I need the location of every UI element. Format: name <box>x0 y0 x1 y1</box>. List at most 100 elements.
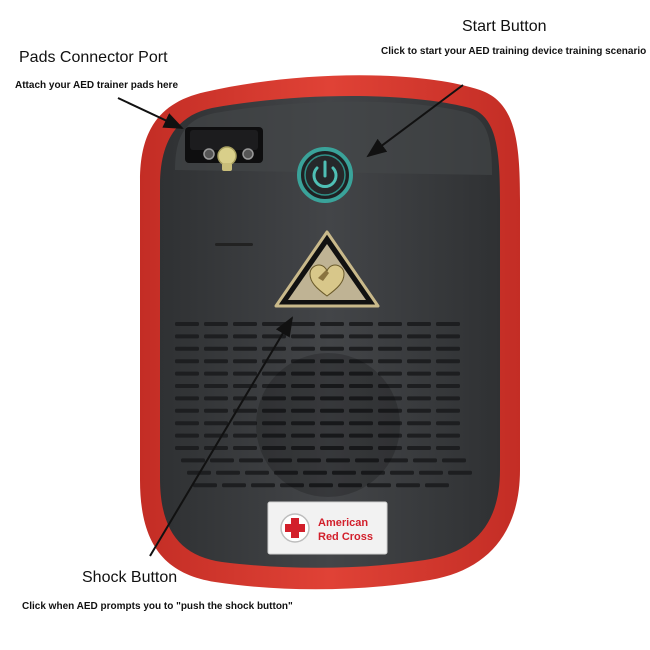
grille-slot <box>233 446 257 450</box>
grille-slot <box>407 396 431 401</box>
grille-slot <box>378 384 402 388</box>
grille-slot <box>262 408 286 413</box>
brand-badge: American Red Cross <box>267 501 388 555</box>
grille-slot <box>262 396 286 401</box>
grille-slot <box>175 384 199 388</box>
power-icon <box>312 160 338 188</box>
grille-slot <box>407 322 431 326</box>
brand-line-2: Red Cross <box>318 531 373 543</box>
grille-slot <box>175 433 199 438</box>
shock-button[interactable] <box>274 230 380 308</box>
shock-arrow <box>149 316 294 557</box>
connector-pin-right <box>242 148 254 160</box>
grille-slot <box>384 458 408 463</box>
grille-slot <box>326 458 350 463</box>
grille-slot <box>175 322 199 326</box>
heart-hand-icon <box>309 264 345 297</box>
grille-slot <box>175 359 199 364</box>
start-button-description: Click to start your AED training device … <box>381 46 647 57</box>
grille-slot <box>407 421 431 426</box>
start-button[interactable] <box>297 147 353 203</box>
grille-slot <box>407 359 431 364</box>
grille-slot <box>436 421 460 426</box>
grille-slot <box>407 408 431 413</box>
grille-slot <box>349 346 373 351</box>
grille-slot <box>216 470 240 475</box>
grille-slot <box>349 359 373 364</box>
grille-slot <box>262 322 286 326</box>
grille-slot <box>407 446 431 450</box>
grille-slot <box>233 322 257 326</box>
grille-slot <box>291 421 315 426</box>
grille-slot <box>436 359 460 364</box>
grille-slot <box>320 408 344 413</box>
grille-slot <box>396 483 420 488</box>
grille-slot <box>204 396 228 401</box>
grille-slot <box>378 371 402 376</box>
grille-slot <box>291 408 315 413</box>
grille-slot <box>442 458 466 463</box>
grille-slot <box>204 408 228 413</box>
grille-slot <box>204 421 228 426</box>
grille-slot <box>349 408 373 413</box>
grille-slot <box>349 334 373 339</box>
grille-slot <box>436 446 460 450</box>
grille-slot <box>175 396 199 401</box>
grille-slot <box>332 470 356 475</box>
start-button-title: Start Button <box>462 18 547 35</box>
grille-slot <box>233 421 257 426</box>
grille-slot <box>251 483 275 488</box>
grille-slot <box>436 408 460 413</box>
grille-slot <box>262 446 286 450</box>
grille-slot <box>291 346 315 351</box>
grille-slot <box>378 421 402 426</box>
grille-slot <box>436 433 460 438</box>
grille-slot <box>378 446 402 450</box>
grille-slot <box>291 433 315 438</box>
grille-slot <box>245 470 269 475</box>
grille-slot <box>436 334 460 339</box>
grille-slot <box>448 470 472 475</box>
grille-slot <box>320 384 344 388</box>
grille-slot <box>309 483 333 488</box>
grille-slot <box>349 396 373 401</box>
grille-slot <box>390 470 414 475</box>
grille-slot <box>239 458 263 463</box>
pads-connector-port[interactable] <box>185 127 263 171</box>
pads-connector-description: Attach your AED trainer pads here <box>15 80 179 91</box>
grille-slot <box>378 408 402 413</box>
grille-slot <box>425 483 449 488</box>
grille-slot <box>280 483 304 488</box>
grille-slot <box>320 334 344 339</box>
grille-slot <box>378 322 402 326</box>
grille-slot <box>291 396 315 401</box>
grille-slot <box>233 334 257 339</box>
connector-plug <box>217 146 237 166</box>
grille-slot <box>320 346 344 351</box>
grille-slot <box>181 458 205 463</box>
grille-slot <box>367 483 391 488</box>
grille-slot <box>349 322 373 326</box>
grille-slot <box>407 433 431 438</box>
grille-slot <box>291 371 315 376</box>
grille-slot <box>210 458 234 463</box>
shock-button-title: Shock Button <box>82 569 178 586</box>
grille-slot <box>204 371 228 376</box>
grille-slot <box>349 446 373 450</box>
grille-slot <box>262 421 286 426</box>
grille-slot <box>320 322 344 326</box>
pads-arrow <box>117 97 184 129</box>
grille-slot <box>320 396 344 401</box>
red-cross-icon <box>280 513 310 543</box>
grille-slot <box>349 384 373 388</box>
grille-slot <box>193 483 217 488</box>
grille-slot <box>407 346 431 351</box>
grille-slot <box>291 359 315 364</box>
grille-slot <box>204 334 228 339</box>
pads-connector-title: Pads Connector Port <box>19 49 168 66</box>
grille-slot <box>338 483 362 488</box>
grille-slot <box>413 458 437 463</box>
grille-slot <box>204 322 228 326</box>
grille-slot <box>361 470 385 475</box>
